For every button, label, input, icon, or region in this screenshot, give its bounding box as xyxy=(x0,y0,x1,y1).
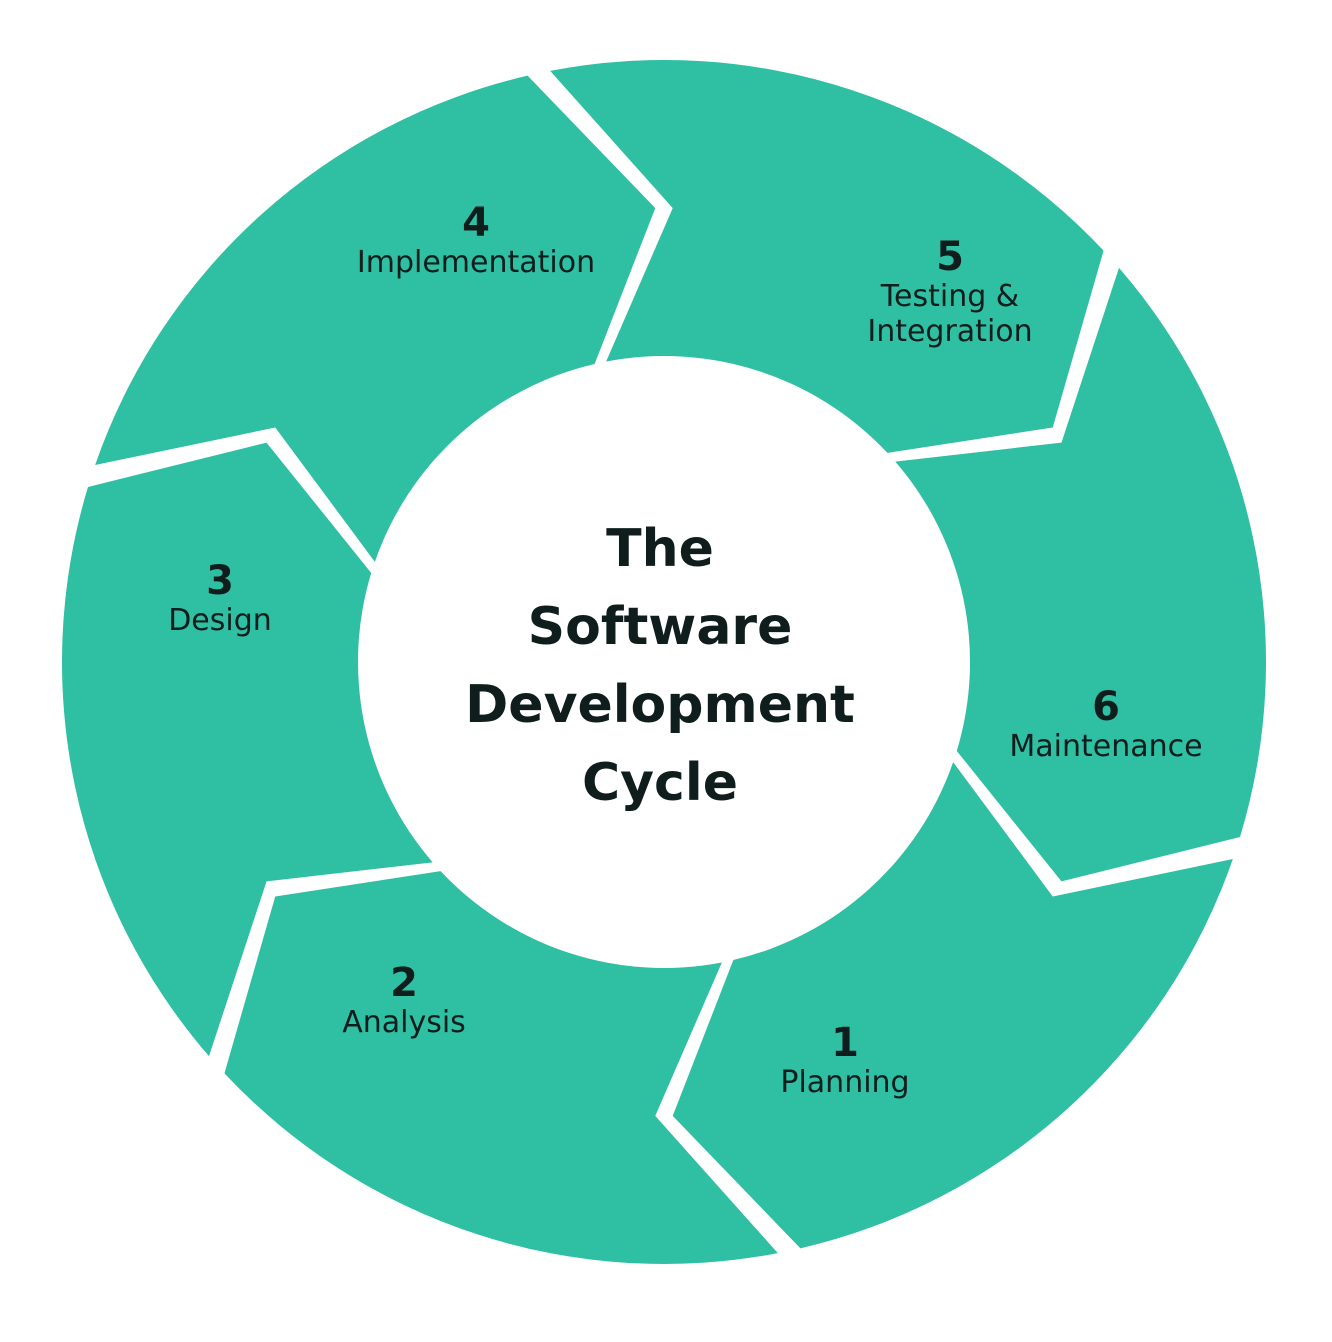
cycle-segment-5 xyxy=(95,75,656,562)
step-6-label: Maintenance xyxy=(1009,729,1202,764)
center-title: The Software Development Cycle xyxy=(465,519,855,813)
center-title-line-4: Cycle xyxy=(582,753,738,813)
cycle-segment-1 xyxy=(895,267,1266,882)
cycle-segment-4 xyxy=(62,442,433,1057)
step-3-number: 3 xyxy=(206,558,234,604)
step-5-number: 5 xyxy=(936,234,964,280)
step-2-analysis[interactable]: 2 Analysis xyxy=(342,960,466,1040)
step-5-testing-integration[interactable]: 5 Testing & Integration xyxy=(867,234,1032,349)
center-title-line-2: Software xyxy=(528,597,793,657)
cycle-segment-3 xyxy=(224,871,778,1265)
step-5-label-line-1: Testing & xyxy=(880,279,1019,314)
cycle-segment-2 xyxy=(672,762,1233,1249)
cycle-segments xyxy=(62,59,1266,1265)
step-2-label: Analysis xyxy=(342,1005,466,1040)
step-1-label: Planning xyxy=(780,1065,909,1100)
step-6-maintenance[interactable]: 6 Maintenance xyxy=(1009,684,1202,764)
step-6-number: 6 xyxy=(1092,684,1120,730)
step-4-implementation[interactable]: 4 Implementation xyxy=(357,200,595,280)
step-5-label-line-2: Integration xyxy=(867,314,1032,349)
step-3-design[interactable]: 3 Design xyxy=(168,558,272,638)
step-1-number: 1 xyxy=(831,1020,859,1066)
step-1-planning[interactable]: 1 Planning xyxy=(780,1020,909,1100)
step-3-label: Design xyxy=(168,603,272,638)
step-2-number: 2 xyxy=(390,960,418,1006)
step-4-label: Implementation xyxy=(357,245,595,280)
step-4-number: 4 xyxy=(462,200,490,246)
cycle-segment-6 xyxy=(550,59,1104,453)
center-title-line-1: The xyxy=(606,519,714,579)
center-title-line-3: Development xyxy=(465,675,855,735)
